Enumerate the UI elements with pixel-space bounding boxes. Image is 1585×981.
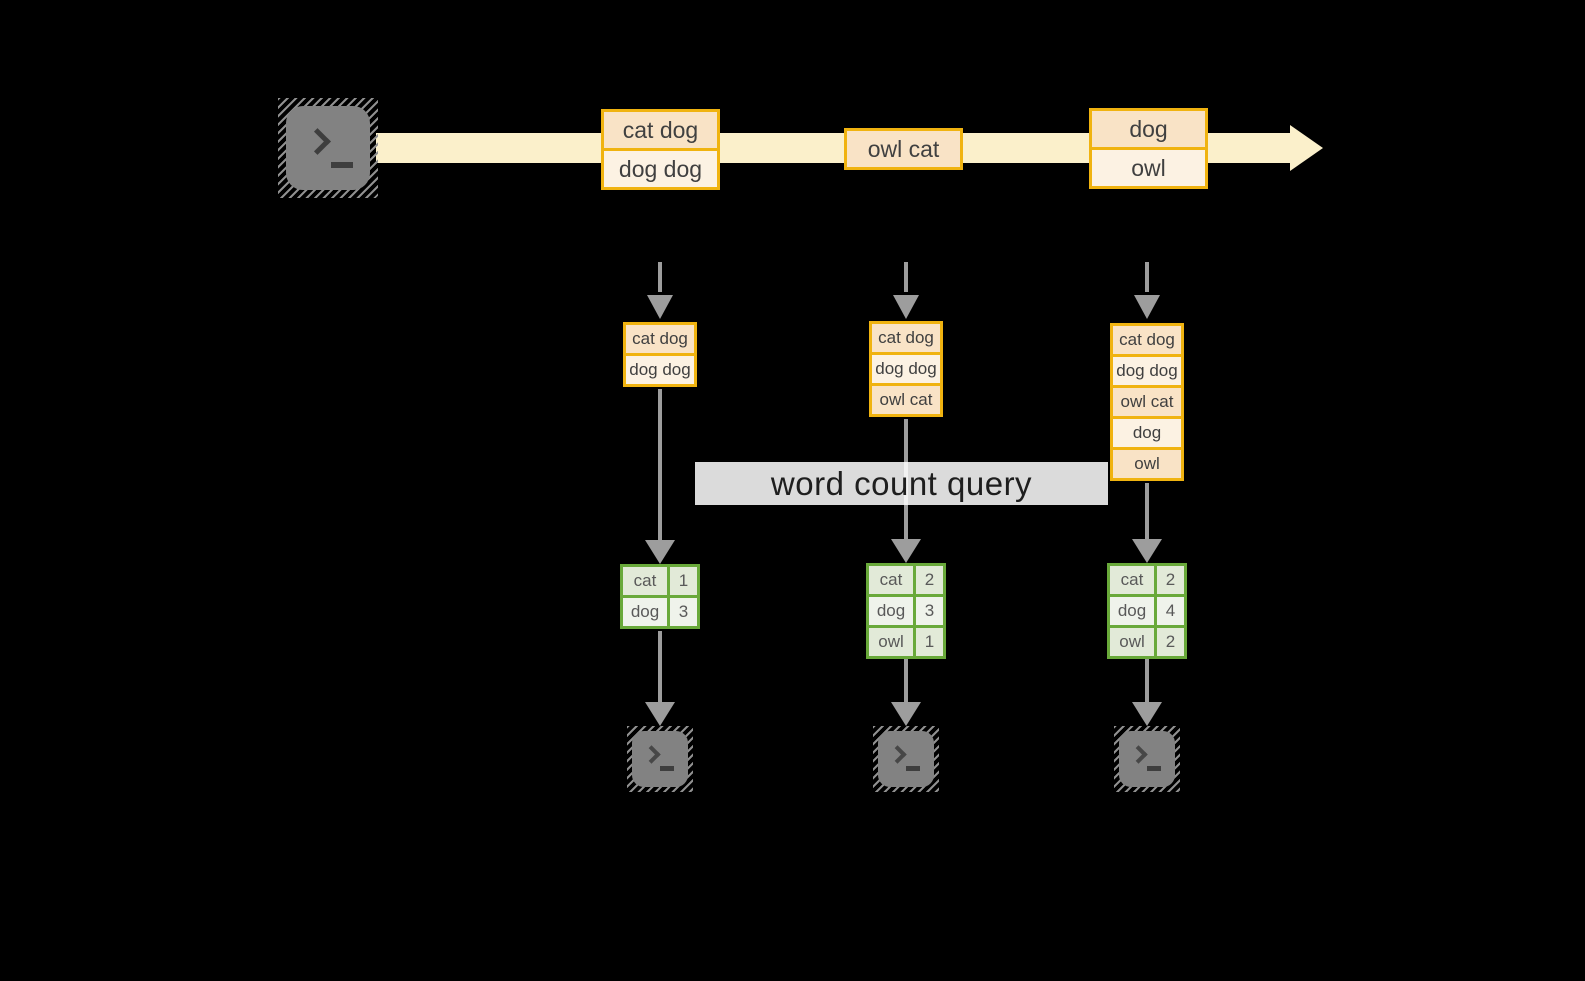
count-word: owl [1110, 628, 1154, 656]
state-record: cat dog [626, 325, 694, 353]
cursor-underscore-icon [1147, 766, 1161, 771]
arrowhead-icon [1132, 539, 1162, 563]
count-value: 1 [916, 628, 943, 656]
terminal-icon [627, 726, 693, 792]
prompt-chevron-icon [1129, 745, 1148, 764]
prompt-chevron-icon [304, 128, 331, 155]
arrowhead-icon [1134, 295, 1160, 319]
arrowhead-icon [645, 540, 675, 564]
state-box-1: cat dog dog dog [623, 322, 697, 387]
dashed-arrow [904, 262, 908, 292]
stream-record: dog [1092, 111, 1205, 147]
terminal-body [632, 731, 688, 787]
count-value: 2 [1157, 628, 1184, 656]
terminal-icon [1114, 726, 1180, 792]
arrowhead-icon [1132, 702, 1162, 726]
count-value: 1 [670, 567, 697, 595]
state-record: dog [1113, 419, 1181, 447]
cursor-underscore-icon [331, 162, 353, 168]
arrow [658, 631, 662, 703]
state-record: cat dog [872, 324, 940, 352]
query-label: word count query [770, 465, 1033, 502]
arrow [658, 389, 662, 541]
state-box-3: cat dog dog dog owl cat dog owl [1110, 323, 1184, 481]
count-value: 2 [916, 566, 943, 594]
count-table-3: cat 2 dog 4 owl 2 [1107, 563, 1187, 659]
terminal-icon [278, 98, 378, 198]
stream-batch-3: dog owl [1089, 108, 1208, 189]
state-record: owl [1113, 450, 1181, 478]
count-value: 2 [1157, 566, 1184, 594]
terminal-body [1119, 731, 1175, 787]
arrow [904, 658, 908, 703]
count-table-2: cat 2 dog 3 owl 1 [866, 563, 946, 659]
stream-record: dog dog [604, 151, 717, 187]
stream-arrowhead-icon [1290, 125, 1323, 171]
dashed-arrow [1145, 262, 1149, 292]
stream-batch-2: owl cat [844, 128, 963, 170]
arrowhead-icon [893, 295, 919, 319]
arrow [1145, 658, 1149, 703]
count-word: cat [869, 566, 913, 594]
state-record: cat dog [1113, 326, 1181, 354]
state-record: dog dog [1113, 357, 1181, 385]
count-table-1: cat 1 dog 3 [620, 564, 700, 629]
count-word: cat [1110, 566, 1154, 594]
query-label-band: word count query [695, 462, 1108, 505]
arrowhead-icon [891, 539, 921, 563]
count-word: dog [1110, 597, 1154, 625]
stream-record: owl cat [847, 131, 960, 167]
state-record: owl cat [1113, 388, 1181, 416]
count-value: 3 [916, 597, 943, 625]
state-box-2: cat dog dog dog owl cat [869, 321, 943, 417]
stream-record: owl [1092, 150, 1205, 186]
cursor-underscore-icon [660, 766, 674, 771]
terminal-body [286, 106, 370, 190]
count-word: dog [623, 598, 667, 626]
stream-batch-1: cat dog dog dog [601, 109, 720, 190]
count-word: cat [623, 567, 667, 595]
arrow [1145, 483, 1149, 540]
state-record: owl cat [872, 386, 940, 414]
terminal-icon [873, 726, 939, 792]
state-record: dog dog [626, 356, 694, 384]
prompt-chevron-icon [642, 745, 661, 764]
cursor-underscore-icon [906, 766, 920, 771]
count-value: 4 [1157, 597, 1184, 625]
count-word: dog [869, 597, 913, 625]
stream-record: cat dog [604, 112, 717, 148]
dashed-arrow [658, 262, 662, 292]
arrowhead-icon [891, 702, 921, 726]
terminal-body [878, 731, 934, 787]
count-value: 3 [670, 598, 697, 626]
arrowhead-icon [647, 295, 673, 319]
state-record: dog dog [872, 355, 940, 383]
arrowhead-icon [645, 702, 675, 726]
prompt-chevron-icon [888, 745, 907, 764]
count-word: owl [869, 628, 913, 656]
